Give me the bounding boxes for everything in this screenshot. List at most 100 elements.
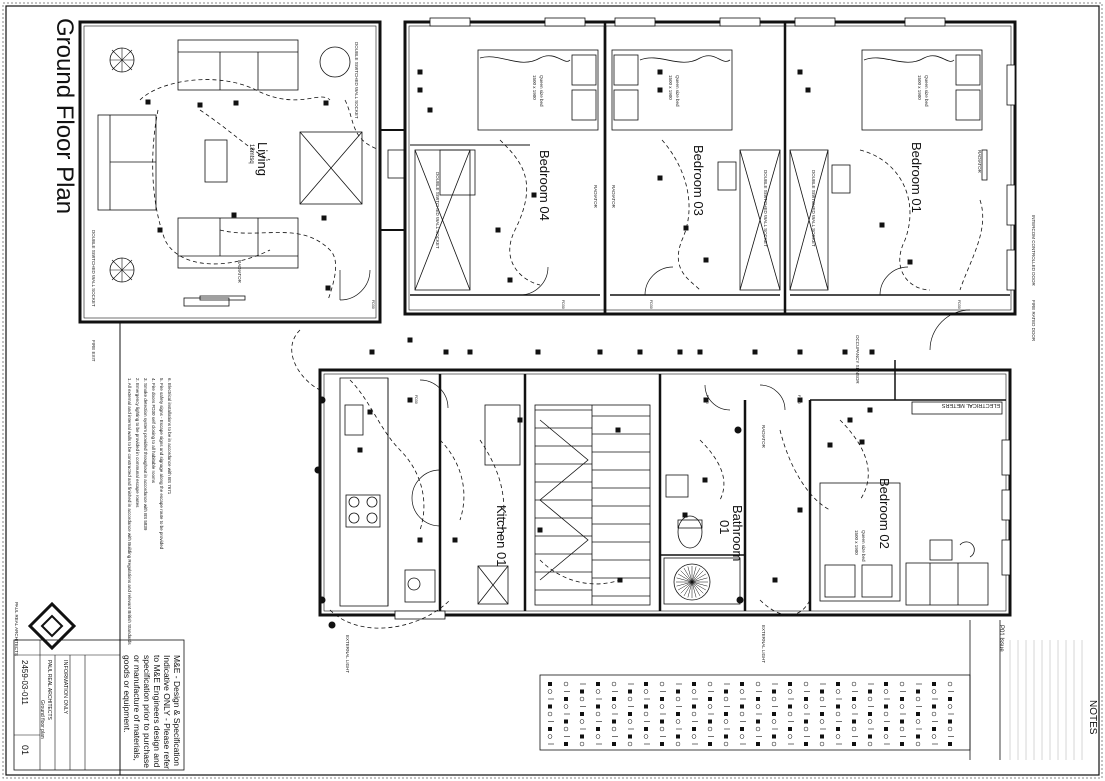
legend-symbol: [644, 682, 648, 686]
legend-symbol: [627, 719, 633, 724]
legend-symbol: [803, 726, 809, 732]
socket-marker: [797, 507, 803, 513]
shower-ray: [676, 581, 693, 587]
legend-symbol: [820, 689, 824, 694]
legend-symbol: [788, 682, 792, 686]
legend-symbol: [596, 704, 600, 709]
intercom-label: INTERCOM CONTROLLED DOOR: [1031, 215, 1036, 287]
legend-symbol: [740, 727, 744, 731]
legend-symbol: [740, 704, 744, 709]
socket-marker: [682, 512, 688, 518]
room-label-bedroom-04: Bedroom 04: [537, 150, 552, 221]
shower-ray: [691, 581, 701, 596]
legend-symbol: [867, 696, 873, 702]
fd30-tag-2: FD30: [561, 300, 565, 309]
legend-symbol: [948, 742, 952, 746]
legend-symbol: [596, 682, 600, 686]
legend-symbol: [916, 734, 920, 739]
socket-marker: [657, 175, 663, 181]
legend-symbol: [723, 696, 729, 702]
notes-heading: NOTES: [1087, 700, 1098, 735]
legend-symbol: [771, 741, 777, 747]
tb-revision: 01: [20, 745, 30, 755]
fire-note-5: 5. Fire safety signs - Escape signs and …: [159, 378, 164, 550]
socket-marker: [407, 337, 413, 343]
legend-symbol: [612, 697, 616, 701]
legend-symbol: [643, 734, 649, 739]
architect-logo: [27, 601, 77, 651]
queen-bed-dim-01: 1500 x 1900: [917, 75, 922, 100]
legend-symbol: [595, 689, 601, 694]
fire-note-6: 6. Electrical installations to be in acc…: [167, 378, 172, 495]
legend-symbol: [628, 734, 632, 739]
queen-bed-dim-04: 1500 x 1900: [532, 75, 537, 100]
legend-symbol: [579, 719, 585, 724]
radiator-label-b03: RADIATOR: [611, 185, 616, 209]
annotation-labels: Queen size bed 1500 x 1900 Queen size be…: [91, 42, 1036, 673]
light-marker: [736, 596, 744, 604]
legend-symbol: [755, 704, 761, 709]
legend-symbol: [772, 689, 776, 694]
legend-symbol: [851, 681, 857, 687]
socket-marker: [657, 87, 663, 93]
legend-symbol: [628, 712, 632, 716]
doors: [339, 266, 971, 527]
legend-symbol: [772, 734, 776, 739]
legend-symbol: [772, 712, 776, 716]
legend-symbol: [659, 726, 665, 732]
living-furniture: [97, 39, 363, 301]
shower-ray: [691, 568, 701, 583]
socket-marker: [657, 69, 663, 75]
legend-symbol: [548, 727, 552, 731]
legend-symbol: [884, 704, 888, 709]
tb-architect: PAUL REAL ARCHITECTS: [46, 660, 52, 720]
double-socket-label-b04: DOUBLE SWITCHED WALL SOCKET: [435, 172, 440, 249]
fire-exit-label: FIRE EXIT: [91, 340, 96, 362]
legend-symbol: [627, 741, 633, 747]
legend-symbol: [564, 742, 568, 746]
shower-ray: [691, 566, 697, 583]
legend-symbol: [819, 741, 825, 747]
legend-symbol: [659, 704, 665, 709]
legend-symbol: [708, 697, 712, 701]
socket-marker: [157, 227, 163, 233]
legend-symbol: [563, 726, 569, 732]
legend-symbol: [596, 727, 600, 731]
legend-symbol: [947, 681, 953, 687]
legend-symbol: [692, 682, 696, 686]
legend-symbol: [787, 734, 793, 739]
sheet-inner-border: [5, 5, 1100, 776]
legend-symbol: [836, 727, 840, 731]
tb-drawing-no: 2459-03-011: [20, 660, 29, 705]
legend-symbol: [548, 704, 552, 709]
legend-symbol: [723, 741, 729, 747]
socket-marker: [495, 227, 501, 233]
socket-marker: [697, 349, 703, 355]
legend-symbol: [900, 697, 904, 701]
shower-ray: [691, 581, 704, 594]
legend-symbol: [675, 696, 681, 702]
legend-symbol: [595, 734, 601, 739]
legend-symbol: [820, 712, 824, 716]
legend-symbol: [676, 734, 680, 739]
radiator-label-b01: RADIATOR: [977, 150, 982, 174]
legend-symbol: [836, 704, 840, 709]
legend-symbol: [563, 704, 569, 709]
socket-marker: [517, 417, 523, 423]
legend-symbol: [899, 681, 905, 687]
plant-icon: [110, 48, 134, 282]
room-label-bedroom-01: Bedroom 01: [909, 142, 924, 213]
queen-bed-label-02: Queen size bed: [861, 530, 866, 562]
legend-symbol: [595, 711, 601, 717]
socket-marker: [797, 397, 803, 403]
legend-symbol: [644, 727, 648, 731]
fire-door-label: FIRE RATED DOOR: [1031, 300, 1036, 342]
shower-ray: [683, 581, 693, 596]
legend-symbol: [691, 734, 697, 739]
socket-marker: [231, 212, 237, 218]
radiator-label-living: RADIATOR: [237, 260, 242, 284]
socket-marker: [417, 69, 423, 75]
socket-marker: [323, 100, 329, 106]
legend-symbol: [884, 682, 888, 686]
